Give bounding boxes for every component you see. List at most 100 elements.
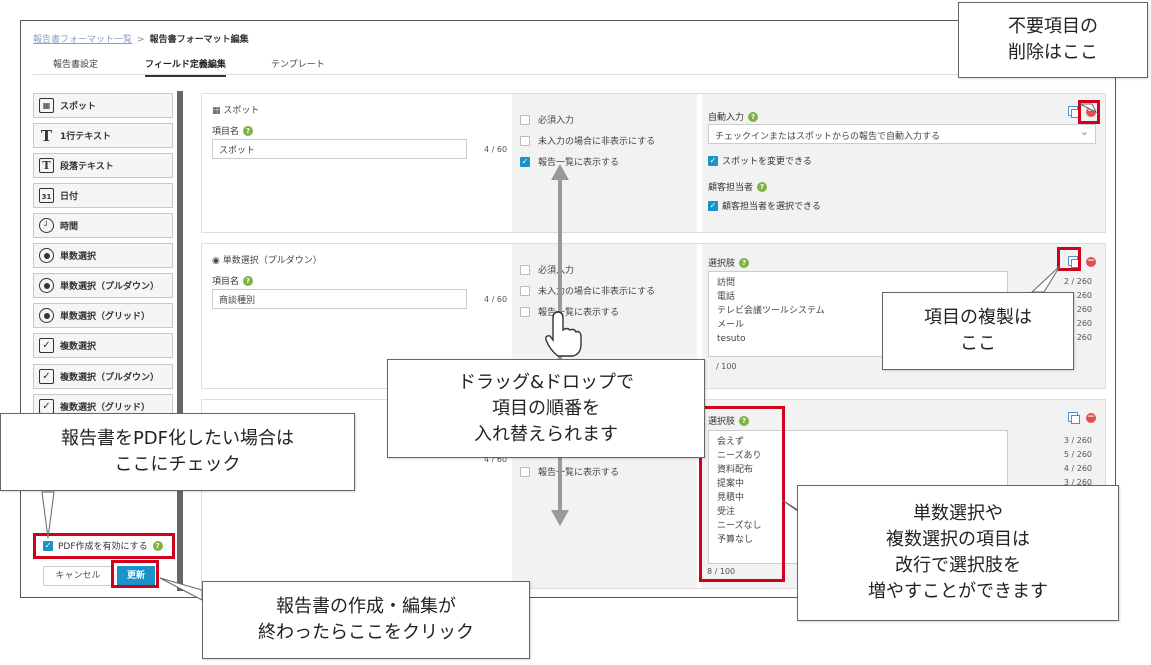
- hide-empty-checkbox[interactable]: [520, 135, 530, 146]
- delete-icon[interactable]: −: [1086, 412, 1096, 423]
- show-in-list-checkbox[interactable]: ✓: [520, 156, 530, 167]
- sidebar-item-label: 複数選択: [60, 342, 97, 352]
- callout-update: 報告書の作成・編集が 終わったらここをクリック: [202, 581, 530, 659]
- required-checkbox[interactable]: [520, 114, 530, 125]
- auto-input-select[interactable]: チェックインまたはスポットからの報告で自動入力する: [708, 124, 1096, 144]
- show-in-list-option[interactable]: 報告一覧に表示する: [520, 465, 619, 478]
- grid-icon: ▦: [39, 98, 54, 113]
- callout-delete: 不要項目の 削除はここ: [958, 2, 1148, 78]
- help-icon[interactable]: ?: [243, 125, 254, 136]
- choice-item: テレビ会議ツールシステム: [717, 306, 825, 316]
- checkbox-icon: ✓: [39, 369, 54, 384]
- sidebar-item-label: 単数選択（グリッド）: [60, 312, 151, 322]
- sidebar-item-time[interactable]: ┘時間: [33, 213, 173, 238]
- sidebar-item-single-choice[interactable]: 単数選択: [33, 243, 173, 268]
- field-card-spot[interactable]: ▦ スポット 項目名? スポット 4 / 60 必須入力 未入力の場合に非表示に…: [201, 93, 1106, 233]
- choice-item: 訪問: [717, 278, 736, 288]
- sidebar-item-label: 日付: [60, 192, 79, 202]
- sidebar-item-multi-choice-dropdown[interactable]: ✓ 複数選択（プルダウン）: [33, 364, 173, 389]
- sidebar-item-label: 複数選択（グリッド）: [60, 403, 151, 413]
- choices-line-count: 8 / 100: [707, 567, 736, 576]
- show-in-list-checkbox[interactable]: [520, 306, 530, 317]
- help-icon[interactable]: ?: [152, 540, 163, 551]
- radio-icon: [39, 308, 54, 323]
- field-options-panel: [512, 94, 697, 232]
- item-name-input[interactable]: スポット: [212, 139, 467, 159]
- sidebar-item-label: 段落テキスト: [60, 162, 114, 172]
- pdf-enable-row[interactable]: ✓ PDF作成を有効にする ?: [43, 539, 163, 552]
- field-card-title: ◉ 単数選択（プルダウン）: [212, 256, 322, 266]
- required-option[interactable]: 必須入力: [520, 113, 574, 126]
- sidebar-item-date[interactable]: 31 日付: [33, 183, 173, 208]
- choice-item: 提案中: [717, 479, 745, 489]
- update-button[interactable]: 更新: [117, 566, 155, 586]
- show-in-list-option[interactable]: 報告一覧に表示する: [520, 305, 619, 318]
- breadcrumb-current: 報告書フォーマット編集: [149, 35, 249, 45]
- choice-item: 会えず: [717, 437, 745, 447]
- tab-template[interactable]: テンプレート: [271, 60, 325, 70]
- duplicate-highlight: [1057, 247, 1081, 271]
- sidebar-item-single-line-text[interactable]: T 1行テキスト: [33, 123, 173, 148]
- pdf-enable-label: PDF作成を有効にする: [58, 542, 148, 552]
- calendar-icon: 31: [39, 188, 54, 203]
- help-icon[interactable]: ?: [748, 111, 759, 122]
- choice-item: 受注: [717, 507, 736, 517]
- help-icon[interactable]: ?: [739, 415, 750, 426]
- radio-icon: [39, 278, 54, 293]
- choice-item: ニーズなし: [717, 521, 762, 531]
- choice-item: 電話: [717, 292, 736, 302]
- help-icon[interactable]: ?: [243, 275, 254, 286]
- callout-pdf: 報告書をPDF化したい場合は ここにチェック: [0, 413, 355, 491]
- sidebar-item-label: 複数選択（プルダウン）: [60, 373, 160, 383]
- sidebar-scrollbar[interactable]: [177, 91, 183, 591]
- field-card-title: ▦ スポット: [212, 106, 260, 116]
- hide-empty-option[interactable]: 未入力の場合に非表示にする: [520, 134, 655, 147]
- help-icon[interactable]: ?: [757, 181, 768, 192]
- radio-icon: [39, 248, 54, 263]
- sidebar-item-label: スポット: [60, 102, 97, 112]
- show-in-list-checkbox[interactable]: [520, 466, 530, 477]
- delete-icon[interactable]: −: [1086, 106, 1096, 117]
- sidebar-item-single-choice-grid[interactable]: 単数選択（グリッド）: [33, 303, 173, 328]
- customer-select-checkbox[interactable]: ✓: [708, 200, 718, 211]
- choices-highlight: [699, 406, 785, 582]
- item-name-label: 項目名?: [212, 274, 254, 287]
- char-count: 4 / 60: [484, 145, 508, 154]
- help-icon[interactable]: ?: [739, 257, 750, 268]
- choice-item: tesuto: [717, 334, 746, 344]
- sidebar-item-label: 1行テキスト: [60, 132, 111, 142]
- sidebar-item-single-choice-dropdown[interactable]: 単数選択（プルダウン）: [33, 273, 173, 298]
- cancel-button[interactable]: キャンセル: [43, 566, 113, 586]
- breadcrumb-separator: >: [137, 35, 145, 45]
- choices-line-count: / 100: [716, 362, 737, 371]
- hide-empty-option[interactable]: 未入力の場合に非表示にする: [520, 284, 655, 297]
- item-name-input[interactable]: 商談種別: [212, 289, 467, 309]
- pdf-enable-checkbox[interactable]: ✓: [43, 540, 53, 551]
- breadcrumb: 報告書フォーマット一覧 > 報告書フォーマット編集: [33, 32, 249, 45]
- required-option[interactable]: 必須入力: [520, 263, 574, 276]
- choice-item: メール: [717, 320, 745, 330]
- duplicate-icon[interactable]: [1068, 412, 1080, 424]
- sidebar-item-label: 単数選択: [60, 252, 97, 262]
- tab-field-definition[interactable]: フィールド定義編集: [145, 57, 226, 77]
- hide-empty-checkbox[interactable]: [520, 285, 530, 296]
- delete-icon[interactable]: −: [1086, 256, 1096, 267]
- show-in-list-option[interactable]: ✓報告一覧に表示する: [520, 156, 620, 168]
- grid-icon: ▦: [212, 106, 224, 116]
- breadcrumb-parent-link[interactable]: 報告書フォーマット一覧: [33, 35, 133, 45]
- sidebar-item-spot[interactable]: ▦ スポット: [33, 93, 173, 118]
- text-t-icon: T: [40, 126, 53, 145]
- sidebar-item-multi-choice[interactable]: ✓複数選択: [33, 333, 173, 358]
- choices-label: 選択肢?: [708, 256, 750, 269]
- auto-input-label: 自動入力?: [708, 110, 759, 123]
- choice-item: ニーズあり: [717, 451, 762, 461]
- customer-select-option[interactable]: ✓顧客担当者を選択できる: [708, 200, 821, 212]
- tab-report-settings[interactable]: 報告書設定: [53, 60, 99, 70]
- spot-change-checkbox[interactable]: ✓: [708, 155, 718, 166]
- required-checkbox[interactable]: [520, 264, 530, 275]
- spot-change-option[interactable]: ✓スポットを変更できる: [708, 155, 812, 167]
- char-count: 4 / 60: [484, 295, 508, 304]
